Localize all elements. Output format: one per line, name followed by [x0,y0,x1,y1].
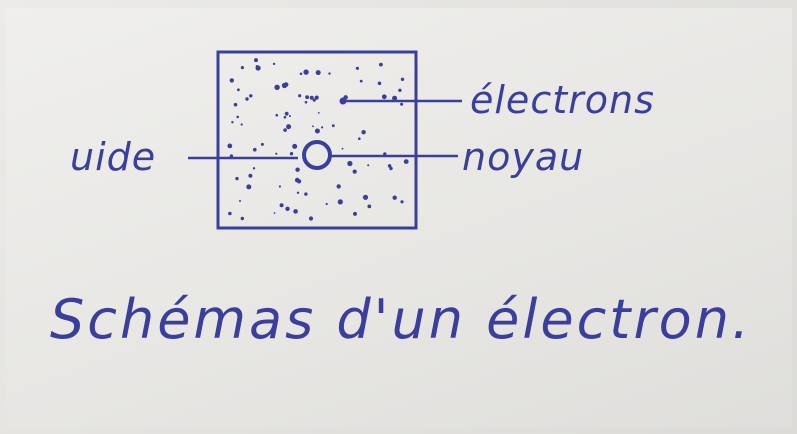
electron-dot [325,202,328,206]
electron-dot [285,206,290,211]
electron-dot [362,194,369,200]
electron-dot [303,69,309,75]
electron-dot [315,70,321,76]
electron-dot [398,88,402,93]
electron-dots [227,58,409,221]
electron-dot [246,184,252,190]
electron-dot [249,94,253,98]
electron-dot [273,212,276,214]
electron-dot [314,95,319,100]
electron-dot [379,62,383,67]
electron-dot [235,176,239,181]
electron-dot [305,95,309,100]
electron-dot [278,185,281,188]
electron-dot [352,169,357,174]
electron-dot [341,147,344,150]
electron-dot [252,167,256,170]
electron-dot [400,102,404,106]
electron-dot [403,159,409,165]
electron-dot [237,88,240,92]
electron-dot [337,199,343,205]
diagram-title: Schémas d'un électron. [50,288,752,351]
electron-dot [312,98,316,102]
electron-dot [236,115,239,119]
electron-dot [328,72,331,75]
electron-dot [240,216,244,221]
electron-dot [353,211,357,216]
atom-box [216,50,418,230]
electron-dot [228,211,232,216]
electron-dot [248,173,253,178]
electron-dot [381,94,387,100]
electron-dot [336,184,341,189]
electron-dot [309,95,314,100]
electron-dot [272,62,276,66]
electron-dot [377,81,382,86]
electron-dot [389,166,393,171]
electron-dot [355,66,359,70]
electron-dot [304,192,308,196]
electron-dot [358,137,361,140]
electron-dot [254,58,258,63]
electron-dot [255,65,258,67]
electrons-label: électrons [470,78,655,122]
electron-dot [359,79,363,83]
electron-dot [295,167,300,172]
electron-dot [275,152,278,155]
electron-dot [227,143,233,149]
electron-dot [284,111,289,116]
electron-dot [347,160,353,167]
electron-dot [387,164,392,168]
electron-dot [283,128,287,132]
electron-dot [231,121,234,124]
electron-dot [331,124,335,128]
electron-dot [239,200,241,202]
electron-dot [314,128,320,134]
nucleus-label: noyau [462,135,584,179]
electron-dot [281,82,287,89]
nucleus-circle [302,140,332,170]
electron-dot [321,126,324,129]
electron-dot [361,130,366,135]
electron-dot [289,152,294,156]
electron-dot [240,66,244,70]
electron-dot [275,113,279,117]
electron-dot [304,100,308,104]
electron-dot [253,147,257,152]
electron-dot [308,216,314,221]
electron-dot [274,84,280,91]
electron-dot [296,191,300,194]
electron-dot [260,142,264,146]
electron-dot [286,124,292,130]
electron-dot [245,97,249,101]
electron-dot [229,78,234,83]
electron-dot [292,143,298,149]
electron-dot [367,204,372,209]
electron-dot [312,125,314,128]
electron-dot [240,123,243,126]
void-label: uide [70,135,156,179]
electron-dot [283,115,287,119]
electron-dot [367,164,370,167]
paper-sheet [6,8,792,428]
electron-dot [400,200,404,204]
electron-dot [294,177,300,183]
electron-dot [392,95,398,101]
electron-dot [233,102,238,107]
electron-dot [289,115,291,117]
electron-dot [400,77,405,82]
electron-dot [298,94,302,98]
electron-dot [392,195,397,200]
electron-dot [317,112,320,114]
electron-dot [293,209,298,214]
electron-dot [299,72,303,76]
electron-dot [279,203,284,208]
